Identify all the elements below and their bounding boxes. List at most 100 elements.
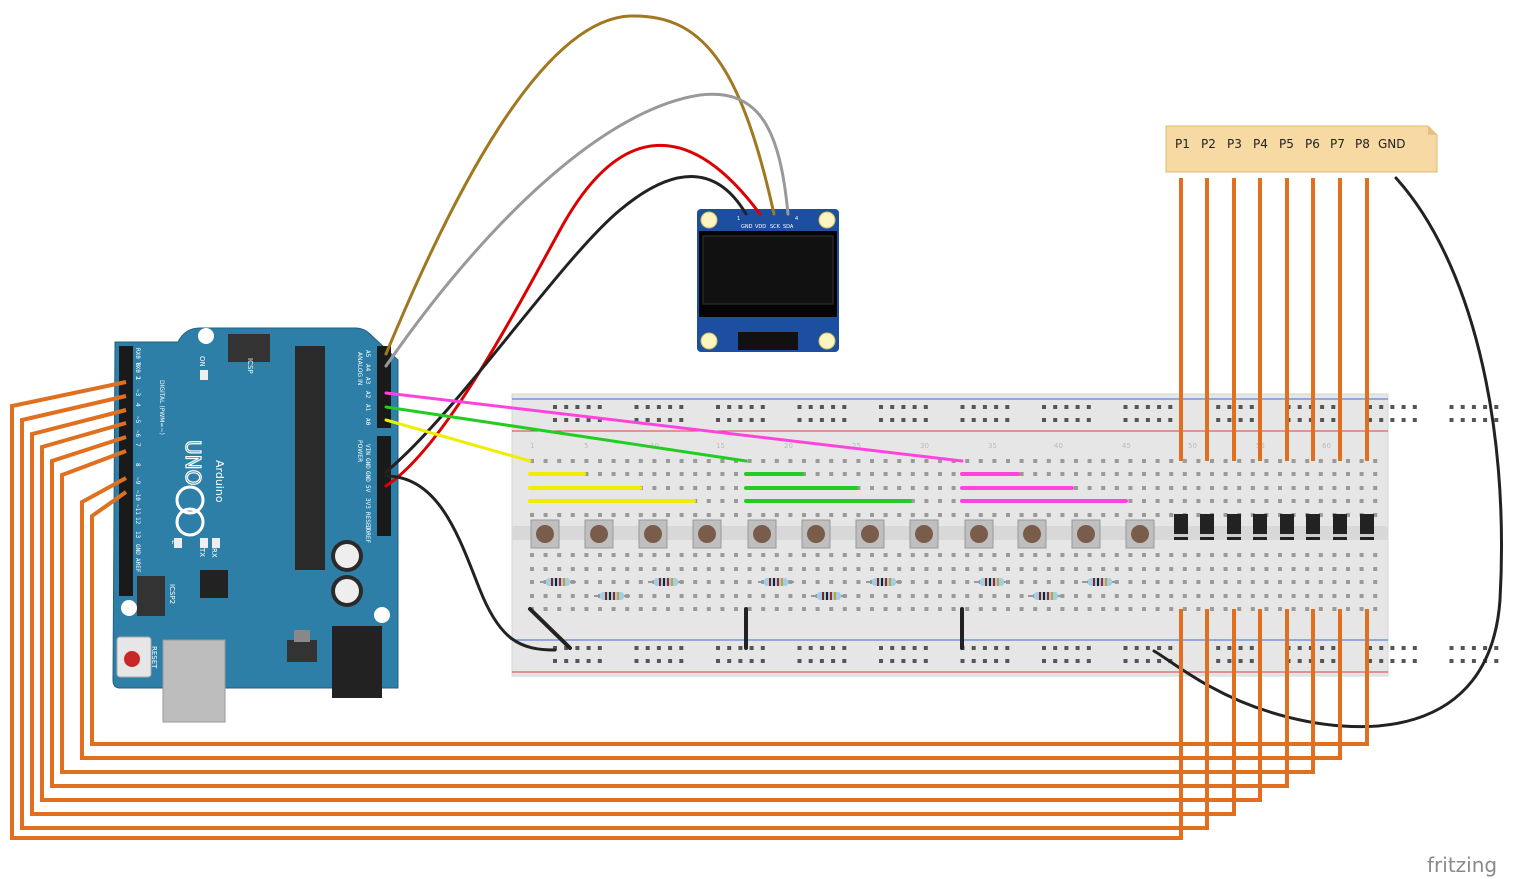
wire-a0-yellow (384, 418, 532, 463)
bb-rail-hole (634, 418, 639, 422)
bb-hole (611, 580, 616, 584)
bb-hole (924, 499, 929, 503)
bb-hole (734, 472, 738, 476)
bb-rail-hole (1483, 405, 1488, 409)
pin-label: A1 (364, 404, 371, 412)
bb-hole (1359, 553, 1364, 557)
bb-hole (1074, 486, 1078, 490)
bb-hole (1006, 567, 1010, 571)
bb-hole (1087, 459, 1092, 463)
bb-hole (1060, 513, 1065, 517)
diode-band (1253, 534, 1267, 537)
bb-hole (1318, 607, 1323, 611)
bb-hole (842, 472, 847, 476)
bb-hole (842, 567, 847, 571)
bb-colnum: 35 (988, 442, 997, 450)
bb-hole (1182, 459, 1187, 463)
bb-colnum: 50 (1188, 442, 1197, 450)
bb-hole (897, 553, 902, 557)
resistor-band (559, 578, 561, 586)
bb-hole (1114, 513, 1119, 517)
bb-hole (1332, 607, 1337, 611)
bb-rail-hole (1297, 405, 1302, 409)
bb-hole (638, 567, 643, 571)
bb-hole (951, 567, 956, 571)
bb-rail-hole (1249, 418, 1254, 422)
bb-rail-hole (668, 646, 673, 650)
bb-hole (666, 486, 670, 490)
bb-hole (1074, 472, 1078, 476)
wire-digital-pin (80, 476, 1342, 760)
bb-hole (1019, 607, 1024, 611)
bb-hole (734, 513, 738, 517)
bb-hole (992, 567, 997, 571)
bb-hole (1169, 472, 1174, 476)
pin-label: 8 (134, 463, 141, 467)
bb-rail-hole (797, 418, 802, 422)
resistor-band (997, 578, 999, 586)
bb-hole (706, 567, 711, 571)
bb-hole (910, 553, 915, 557)
bb-hole (1291, 486, 1296, 490)
bb-hole (652, 553, 657, 557)
bb-hole (951, 553, 956, 557)
bb-hole (747, 553, 752, 557)
bb-hole (1114, 553, 1119, 557)
bb-hole (693, 459, 698, 463)
bb-rail-hole (1494, 418, 1499, 422)
bb-hole (1155, 486, 1160, 490)
bb-hole (666, 567, 670, 571)
bb-hole (951, 580, 956, 584)
bb-rail-hole (879, 418, 883, 422)
bb-hole (924, 594, 929, 598)
bb-hole (802, 459, 806, 463)
bb-hole (1210, 607, 1214, 611)
bb-hole (1142, 607, 1146, 611)
bb-hole (1291, 594, 1296, 598)
bb-hole (951, 472, 956, 476)
bb-rail-hole (1227, 659, 1232, 663)
bb-hole (557, 513, 562, 517)
resistor-band (777, 578, 779, 586)
diode-band (1280, 534, 1294, 537)
bb-rail-hole (982, 418, 987, 422)
bb-hole (938, 567, 942, 571)
wire-a1-green (384, 405, 748, 463)
bb-hole (1305, 499, 1310, 503)
bb-hole (978, 459, 983, 463)
connector-label-gnd: GND (1378, 137, 1406, 151)
bb-rail-hole (760, 659, 765, 663)
resistor-band (663, 578, 665, 586)
bb-hole (910, 513, 915, 517)
bb-hole (679, 472, 684, 476)
bb-hole (530, 567, 534, 571)
resistor-band (822, 592, 824, 600)
bb-hole (1237, 472, 1242, 476)
bb-hole (1033, 472, 1038, 476)
bb-rail-hole (1308, 418, 1313, 422)
resistor-band (1101, 578, 1103, 586)
bb-hole (883, 513, 888, 517)
bb-rail-hole (1086, 418, 1091, 422)
bb-rail-hole (1005, 659, 1010, 663)
pin-label: 13 (134, 531, 141, 539)
bb-rail-hole (1238, 646, 1243, 650)
bb-hole (870, 472, 874, 476)
bb-rail-hole (879, 646, 883, 650)
bb-hole (802, 607, 806, 611)
bb-hole (992, 459, 997, 463)
bb-hole (1210, 553, 1214, 557)
bb-hole (1087, 607, 1092, 611)
bb-hole (720, 472, 725, 476)
bb-hole (666, 459, 670, 463)
bb-hole (1264, 607, 1269, 611)
bb-hole (1346, 472, 1350, 476)
bb-hole (1210, 594, 1214, 598)
resistor-band (885, 578, 887, 586)
bb-hole (924, 513, 929, 517)
bb-hole (938, 594, 942, 598)
bb-hole (1182, 472, 1187, 476)
bb-rail-hole (1331, 405, 1336, 409)
bb-rail-hole (597, 659, 602, 663)
bb-hole (1169, 513, 1174, 517)
